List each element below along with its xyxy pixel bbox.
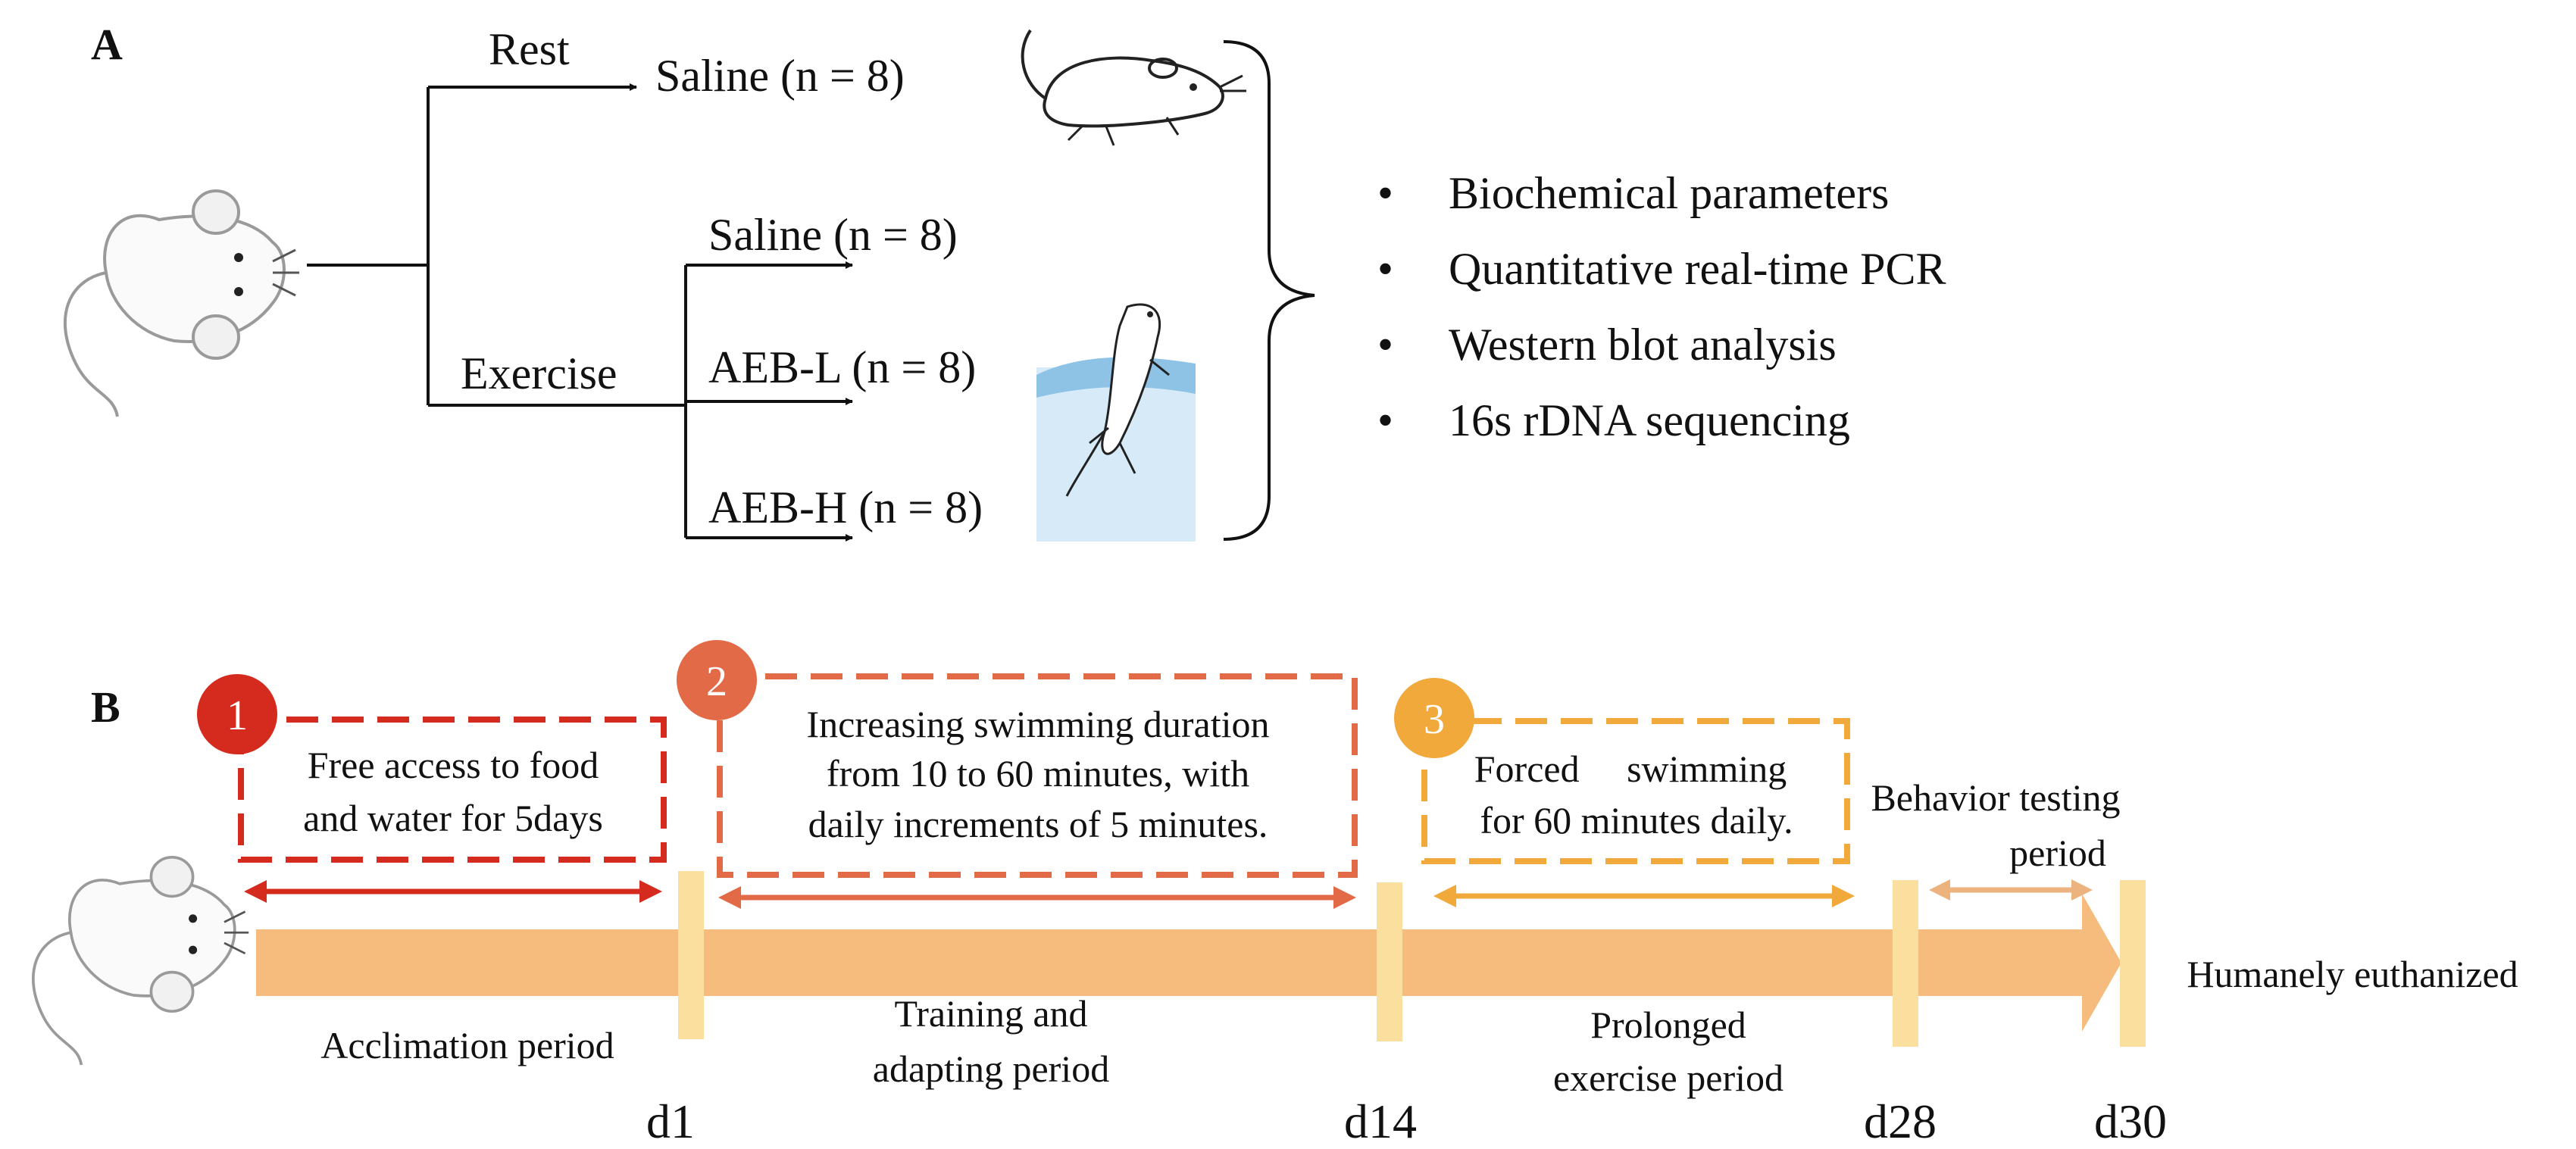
arrowhead [718, 886, 741, 909]
period-training: adapting period [873, 1048, 1109, 1090]
analyses-list: • Biochemical parameters • Quantitative … [1377, 168, 1946, 445]
group-exercise-aeb-l: AEB-L (n = 8) [708, 342, 976, 392]
day-label: d28 [1864, 1094, 1937, 1148]
step-1-badge [197, 674, 277, 754]
analysis-item: Biochemical parameters [1449, 168, 1889, 218]
step-3-text: for 60 minutes daily. [1480, 799, 1793, 841]
step-2-badge [677, 640, 757, 720]
arrowhead [244, 880, 267, 903]
day-marker [2120, 880, 2146, 1047]
step-3-number: 3 [1424, 696, 1445, 743]
arrowhead [1929, 879, 1950, 901]
timeline-bar [256, 929, 2082, 996]
period-acclimation: Acclimation period [320, 1024, 614, 1066]
arrowhead [1832, 885, 1855, 907]
behavior-testing: Behavior testing period [1871, 776, 2121, 901]
behavior-label: Behavior testing [1871, 776, 2120, 819]
step-3-badge [1394, 678, 1474, 758]
step-2-text: daily increments of 5 minutes. [808, 803, 1268, 845]
period-end: Humanely euthanized [2187, 953, 2518, 995]
branch-exercise-label: Exercise [461, 348, 617, 398]
step-2: 2 Increasing swimming duration from 10 t… [677, 640, 1358, 909]
period-prolonged: Prolonged [1590, 1004, 1746, 1046]
step-1-text: and water for 5days [303, 797, 603, 839]
arrowhead [2071, 879, 2093, 901]
timeline-arrow [256, 894, 2121, 1032]
day-label: d30 [2094, 1094, 2167, 1148]
group-exercise-saline: Saline (n = 8) [708, 210, 958, 260]
arrowhead [639, 880, 662, 903]
step-2-box [717, 673, 1358, 878]
analysis-item: Quantitative real-time PCR [1449, 244, 1946, 294]
day-label: d14 [1344, 1094, 1417, 1148]
step-1-number: 1 [227, 692, 248, 739]
period-training: Training and [894, 992, 1087, 1035]
analysis-bullet: • [1377, 320, 1393, 370]
period-prolonged: exercise period [1553, 1057, 1784, 1099]
panel-a: A Rest Exercise Saline (n = 8) Saline (n… [64, 20, 1946, 542]
step-2-number: 2 [706, 658, 727, 705]
day-marker [1377, 882, 1402, 1041]
analyses-brace [1223, 40, 1315, 541]
group-rest-saline: Saline (n = 8) [655, 51, 905, 101]
analysis-bullet: • [1377, 244, 1393, 294]
panel-a-label: A [91, 20, 123, 69]
arrowhead [1333, 886, 1356, 909]
panel-b: B 1 Free access to food and water for 5d… [32, 640, 2518, 1148]
analysis-bullet: • [1377, 395, 1393, 445]
step-1-text: Free access to food [308, 744, 599, 786]
step-3-text: Forced swimming [1474, 748, 1787, 790]
analysis-bullet: • [1377, 168, 1393, 218]
step-2-text: Increasing swimming duration [807, 703, 1270, 745]
branch-rest-label: Rest [489, 24, 570, 74]
swimming-rat-icon [1036, 303, 1196, 542]
analysis-item: 16s rDNA sequencing [1449, 395, 1850, 445]
day-markers [678, 871, 2146, 1047]
day-marker [1893, 880, 1918, 1047]
panel-b-label: B [91, 682, 120, 732]
step-3: 3 Forced swimming for 60 minutes daily. [1394, 678, 1855, 907]
mouse-top-icon [64, 189, 299, 417]
behavior-label: period [2009, 832, 2106, 874]
step-2-text: from 10 to 60 minutes, with [827, 752, 1249, 795]
analysis-item: Western blot analysis [1449, 320, 1837, 370]
timeline-arrowhead [2082, 894, 2121, 1032]
day-label: d1 [646, 1094, 695, 1148]
step-1-box [238, 717, 667, 863]
arrowhead [1433, 885, 1456, 907]
day-marker [678, 871, 704, 1039]
group-tree [307, 83, 853, 542]
group-exercise-aeb-h: AEB-H (n = 8) [708, 482, 983, 532]
step-1: 1 Free access to food and water for 5day… [197, 674, 667, 903]
mouse-top-icon [32, 856, 249, 1066]
step-3-box [1421, 718, 1850, 864]
mouse-side-icon [1021, 29, 1246, 146]
